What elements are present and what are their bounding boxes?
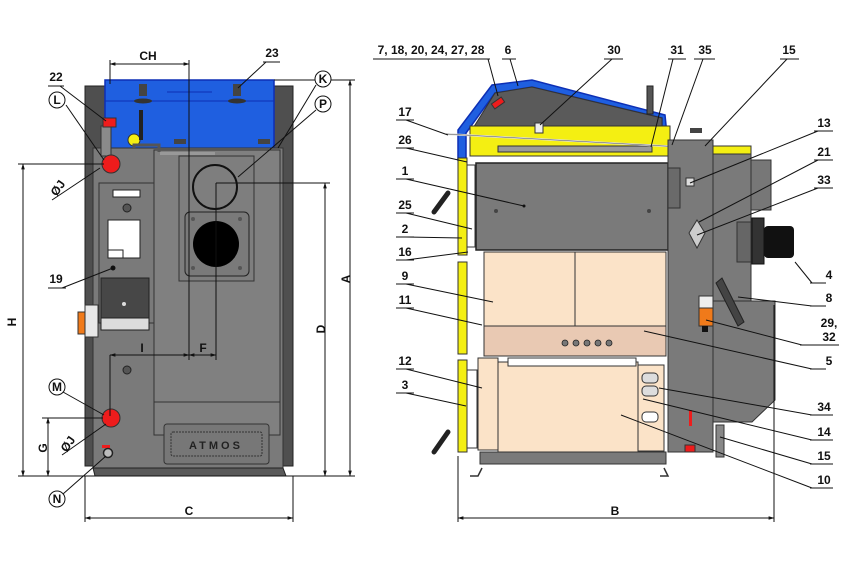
brand-plate-text: ATMOS — [189, 440, 243, 452]
dim-label-ch: CH — [139, 49, 156, 63]
dim-label-g: G — [36, 443, 50, 452]
drain-valve-n — [102, 447, 114, 459]
dim-label-c: C — [185, 504, 194, 518]
part-30-bracket — [534, 122, 544, 134]
part-label-8: 8 — [826, 291, 833, 305]
part-label-22: 22 — [48, 70, 107, 122]
dim-label-f: F — [199, 341, 206, 355]
part-label-4: 4 — [826, 268, 833, 282]
part-label-17: 17 — [398, 105, 412, 119]
water-return-m — [101, 408, 121, 428]
part-label-10: 10 — [817, 473, 831, 487]
part-label-26: 26 — [398, 133, 412, 147]
part-label-13: 13 — [817, 116, 831, 130]
part-label-35: 35 — [698, 43, 712, 57]
part-label-9: 9 — [402, 269, 409, 283]
dim-label-h: H — [5, 318, 19, 327]
lever-8 — [715, 277, 745, 327]
part-label-31: 31 — [670, 43, 684, 57]
part-label-12: 12 — [398, 354, 412, 368]
fan-motor-4 — [764, 226, 794, 258]
part-label-25: 25 — [398, 198, 412, 212]
part-label-14: 14 — [817, 425, 831, 439]
flue-ring-p — [192, 164, 238, 210]
part-label-30: 30 — [607, 43, 621, 57]
svg-text:L: L — [53, 93, 60, 107]
part-label-7-18-20-24-27-28: 7, 18, 20, 24, 27, 28 — [378, 43, 485, 57]
safety-valve-22 — [102, 117, 117, 128]
part-label-15-top: 15 — [782, 43, 796, 57]
svg-text:19: 19 — [49, 272, 63, 286]
part-label-32: 32 — [822, 330, 836, 344]
middle-door — [457, 261, 468, 355]
front-dimensions — [18, 60, 355, 522]
front-view: ATMOS CH H — [5, 46, 355, 522]
part-label-16: 16 — [398, 245, 412, 259]
svg-text:22: 22 — [49, 70, 63, 84]
circled-label-m: M — [48, 378, 105, 416]
part-label-5: 5 — [826, 354, 833, 368]
side-top-leaders — [373, 58, 799, 148]
lid-sensor-red — [490, 96, 506, 110]
dim-label-j-bottom: ØJ — [58, 433, 79, 454]
upper-door — [457, 157, 468, 256]
circled-label-p: P — [237, 95, 332, 178]
cover-knob-left — [139, 84, 147, 96]
side-view: B 7, 18, 20, 24, 27, 28 6 30 31 35 15 — [373, 43, 839, 522]
svg-text:K: K — [319, 72, 328, 86]
dim-label-j-top: ØJ — [48, 177, 69, 198]
flue-flap-33 — [688, 219, 706, 250]
circled-label-l: L — [48, 91, 105, 161]
lower-door-handle — [431, 429, 451, 455]
svg-text:M: M — [52, 380, 62, 394]
side-left-leaders — [396, 119, 525, 407]
side-dimensions — [457, 305, 775, 522]
svg-text:23: 23 — [265, 46, 279, 60]
part-label-19: 19 — [48, 267, 114, 289]
part-13-sensor — [685, 177, 695, 187]
part-label-11: 11 — [399, 293, 412, 307]
panel-knob — [122, 203, 132, 213]
actuator-29-32 — [698, 307, 714, 327]
part-label-1: 1 — [402, 164, 409, 178]
part-label-2: 2 — [402, 222, 409, 236]
svg-text:P: P — [319, 97, 327, 111]
panel-label-plate — [112, 189, 141, 198]
part-label-15-bottom: 15 — [817, 449, 831, 463]
part-label-6: 6 — [505, 43, 512, 57]
part-label-21: 21 — [817, 145, 831, 159]
dim-label-i: I — [140, 341, 143, 355]
part-label-33: 33 — [817, 173, 831, 187]
side-right-leaders — [620, 130, 839, 489]
top-stub-31 — [646, 85, 654, 115]
fan-flange — [751, 217, 765, 265]
part-label-3: 3 — [402, 378, 409, 392]
part-label-34: 34 — [817, 400, 831, 414]
ash-chamber-10 — [497, 361, 639, 455]
circled-label-n: N — [48, 455, 107, 508]
svg-text:N: N — [53, 492, 62, 506]
part-label-23: 23 — [237, 46, 280, 89]
fuel-chamber — [475, 162, 669, 251]
dim-label-b: B — [611, 504, 620, 518]
cover-knob-right — [233, 84, 241, 96]
dim-label-a: A — [339, 274, 353, 283]
water-outlet-l — [101, 154, 121, 174]
part-label-29: 29, — [821, 316, 838, 330]
upper-door-handle — [431, 190, 451, 215]
dim-label-d: D — [314, 324, 328, 333]
